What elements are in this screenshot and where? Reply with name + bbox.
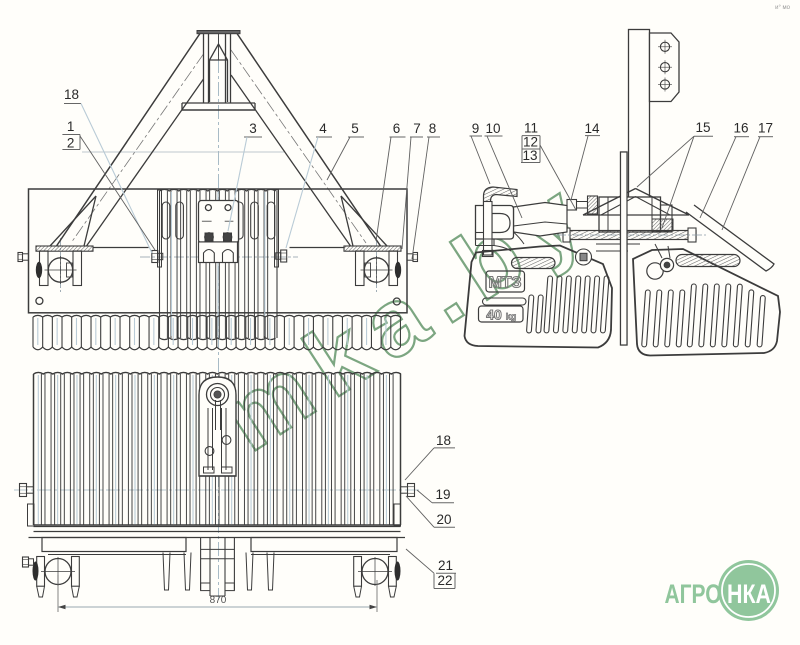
svg-text:3: 3 bbox=[249, 121, 257, 136]
svg-text:9: 9 bbox=[472, 121, 480, 136]
svg-text:МТЗ: МТЗ bbox=[488, 275, 521, 292]
svg-text:40: 40 bbox=[486, 307, 502, 323]
svg-text:kg: kg bbox=[506, 312, 517, 322]
svg-text:2: 2 bbox=[67, 136, 75, 151]
svg-text:21: 21 bbox=[438, 558, 453, 573]
svg-text:8: 8 bbox=[429, 121, 437, 136]
svg-text:11: 11 bbox=[524, 121, 538, 136]
svg-text:16: 16 bbox=[733, 121, 748, 136]
svg-text:870: 870 bbox=[210, 595, 227, 606]
svg-text:7: 7 bbox=[413, 121, 421, 136]
svg-text:13: 13 bbox=[522, 148, 537, 163]
svg-text:4: 4 bbox=[319, 121, 327, 136]
svg-text:18: 18 bbox=[436, 433, 451, 448]
svg-text:и° мо: и° мо bbox=[775, 5, 791, 11]
svg-text:20: 20 bbox=[436, 512, 451, 527]
svg-text:6: 6 bbox=[393, 121, 401, 136]
svg-text:5: 5 bbox=[351, 121, 359, 136]
svg-text:12: 12 bbox=[523, 135, 538, 150]
svg-text:18: 18 bbox=[64, 87, 79, 102]
svg-text:НКА: НКА bbox=[727, 579, 771, 609]
svg-text:14: 14 bbox=[584, 121, 600, 136]
svg-text:17: 17 bbox=[758, 121, 773, 136]
svg-text:1: 1 bbox=[67, 119, 75, 134]
svg-text:15: 15 bbox=[695, 120, 710, 135]
svg-text:АГРО: АГРО bbox=[665, 579, 722, 609]
svg-text:19: 19 bbox=[435, 487, 450, 502]
svg-text:22: 22 bbox=[437, 573, 452, 588]
svg-text:10: 10 bbox=[485, 121, 500, 136]
